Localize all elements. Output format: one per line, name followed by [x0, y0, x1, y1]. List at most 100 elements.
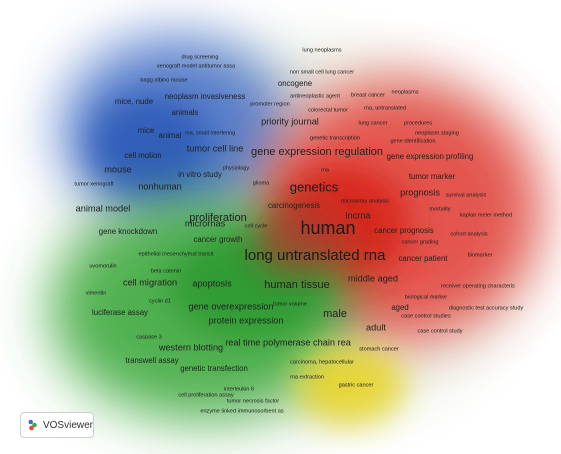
term-label[interactable]: epithelial mesenchymal transit — [139, 251, 214, 257]
term-label[interactable]: glioma — [253, 180, 270, 186]
term-label[interactable]: in vitro study — [178, 170, 222, 179]
term-label[interactable]: biomarker — [468, 252, 493, 258]
term-label[interactable]: neoplasm invasiveness — [165, 92, 246, 101]
term-label[interactable]: carcinoma, hepatocellular — [290, 359, 354, 365]
term-label[interactable]: neoplasms — [391, 89, 418, 95]
term-label[interactable]: lncrna — [345, 210, 371, 220]
term-label[interactable]: carcinogenesis — [268, 201, 320, 210]
term-label[interactable]: prognosis — [400, 187, 440, 197]
term-label[interactable]: case control study — [417, 328, 462, 334]
term-label[interactable]: rna extraction — [290, 374, 324, 380]
density-yellow — [295, 345, 405, 425]
term-label[interactable]: biological marker — [405, 294, 447, 300]
term-labels: drug screening xenograft model antitumor … — [74, 47, 523, 414]
term-label[interactable]: tumor cell line — [187, 143, 244, 153]
term-label[interactable]: genetic transfection — [180, 364, 248, 373]
term-label[interactable]: rna, untranslated — [364, 105, 406, 111]
term-label[interactable]: human — [300, 218, 355, 238]
term-label[interactable]: vimentin — [86, 290, 107, 296]
term-label[interactable]: male — [323, 308, 347, 320]
term-label[interactable]: cancer grading — [401, 239, 438, 245]
term-label[interactable]: uvomorulin — [89, 263, 116, 269]
term-label[interactable]: cell migration — [123, 277, 177, 287]
term-label[interactable]: beta catenin — [151, 268, 181, 274]
term-label[interactable]: animal model — [76, 203, 131, 213]
term-label[interactable]: cancer patient — [399, 254, 449, 263]
term-label[interactable]: animal — [159, 131, 182, 140]
term-label[interactable]: nonhuman — [138, 181, 181, 191]
term-label[interactable]: neoplasm staging — [415, 130, 459, 136]
term-label[interactable]: mouse — [104, 164, 132, 174]
term-label[interactable]: cell proliferation assay — [178, 392, 234, 398]
term-label[interactable]: western blotting — [158, 342, 223, 352]
term-label[interactable]: long untranslated rna — [245, 247, 387, 264]
term-label[interactable]: genetics — [290, 179, 339, 194]
term-label[interactable]: lung cancer — [359, 120, 388, 126]
term-label[interactable]: promoter region — [250, 101, 290, 107]
term-label[interactable]: microarray analysis — [341, 198, 389, 204]
term-label[interactable]: diagnostic test accuracy study — [449, 305, 524, 311]
term-label[interactable]: stomach cancer — [359, 346, 399, 352]
app-name: VOSviewer — [42, 419, 93, 431]
term-label[interactable]: gastric cancer — [339, 382, 374, 388]
term-label[interactable]: transwell assay — [125, 356, 178, 365]
term-label[interactable]: bagg albino mouse — [140, 77, 187, 83]
density-blue-core — [90, 95, 210, 195]
term-label[interactable]: caspase 3 — [136, 334, 162, 340]
term-label[interactable]: tumor marker — [409, 172, 456, 181]
term-label[interactable]: cancer prognosis — [374, 226, 433, 235]
term-label[interactable]: cell cycle — [245, 223, 268, 229]
term-label[interactable]: micrornas — [185, 218, 226, 228]
term-label[interactable]: mortality — [429, 206, 450, 212]
term-label[interactable]: kaplan meier method — [460, 212, 512, 218]
term-label[interactable]: proliferation — [189, 212, 246, 224]
density-layer — [50, 35, 540, 425]
term-label[interactable]: middle aged — [348, 273, 398, 283]
term-label[interactable]: oncogene — [278, 79, 312, 88]
vosviewer-logo-icon — [28, 419, 37, 431]
term-label[interactable]: tumor xenograft — [74, 181, 114, 187]
term-label[interactable]: interleukin 6 — [224, 386, 254, 392]
term-label[interactable]: non small cell lung cancer — [290, 69, 354, 75]
term-label[interactable]: enzyme linked immunosorbent as — [200, 408, 284, 414]
term-label[interactable]: animals — [172, 108, 199, 117]
density-center — [255, 205, 345, 275]
term-label[interactable]: case control studies — [401, 313, 451, 319]
term-label[interactable]: cell motion — [124, 151, 161, 160]
term-label[interactable]: breast cancer — [351, 92, 385, 98]
vosviewer-badge[interactable]: VOSviewer — [20, 412, 94, 438]
term-label[interactable]: real time polymerase chain rea — [225, 337, 352, 347]
term-label[interactable]: gene knockdown — [99, 227, 158, 236]
term-label[interactable]: gene overexpression — [188, 301, 273, 311]
term-label[interactable]: apoptosis — [192, 278, 232, 288]
term-label[interactable]: colorectal tumor — [308, 107, 348, 113]
term-label[interactable]: xenograft model antitumor assa — [157, 63, 236, 69]
term-label[interactable]: procedures — [404, 120, 432, 126]
term-label[interactable]: cyclin d1 — [149, 298, 171, 304]
term-label[interactable]: cohort analysis — [450, 231, 488, 237]
term-label[interactable]: tumor necrosis factor — [227, 398, 279, 404]
term-label[interactable]: survival analysis — [446, 192, 487, 198]
term-label[interactable]: cancer growth — [194, 235, 243, 244]
term-label[interactable]: lung neoplasms — [302, 47, 341, 53]
term-label[interactable]: rna — [321, 167, 330, 173]
term-label[interactable]: protein expression — [208, 315, 283, 325]
term-label[interactable]: aged — [391, 303, 408, 312]
term-label[interactable]: luciferase assay — [92, 308, 148, 317]
term-label[interactable]: tumor volume — [273, 301, 307, 307]
term-label[interactable]: gene expression profiling — [387, 152, 474, 161]
term-label[interactable]: drug screening — [181, 54, 218, 60]
term-label[interactable]: priority journal — [261, 116, 319, 126]
term-label[interactable]: physiology — [223, 165, 250, 171]
term-label[interactable]: mice — [138, 126, 154, 135]
term-label[interactable]: adult — [366, 322, 386, 332]
term-label[interactable]: mice, nude — [115, 97, 153, 106]
term-label[interactable]: human tissue — [264, 279, 329, 291]
term-label[interactable]: receiver operating characteris — [441, 283, 515, 289]
term-label[interactable]: genetic transcription — [310, 135, 360, 141]
term-label[interactable]: gene expression regulation — [251, 146, 383, 158]
term-label[interactable]: rna, small interfering — [185, 130, 236, 136]
term-label[interactable]: antineoplastic agent — [290, 93, 340, 99]
term-label[interactable]: gene identification — [390, 138, 435, 144]
